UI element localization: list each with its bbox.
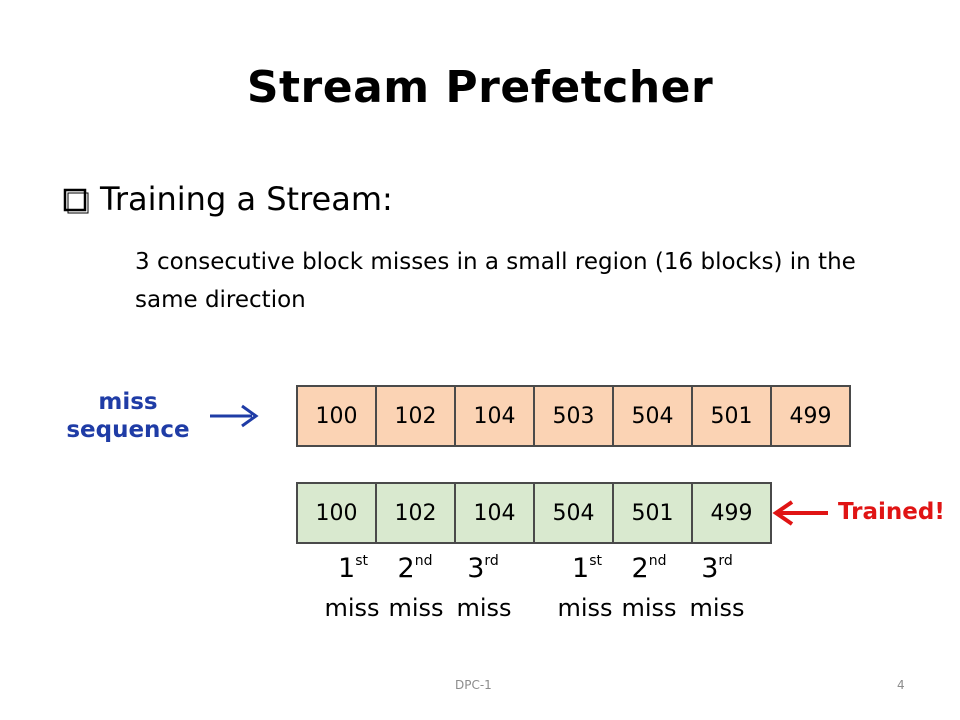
miss-sequence-cell: 104 <box>454 385 535 447</box>
ordinal-number: 2 <box>397 553 415 584</box>
miss-label-line2: sequence <box>66 417 190 443</box>
bullet-text: Training a Stream: <box>100 180 393 218</box>
ordinal-number: 1 <box>572 553 590 584</box>
ordinal-label: 2nd <box>614 553 684 584</box>
trained-sequence-row: 100 102 104 504 501 499 <box>296 482 772 544</box>
trained-sequence-cell: 102 <box>375 482 456 544</box>
miss-word: miss <box>689 594 745 622</box>
ordinal-suffix: nd <box>648 553 667 569</box>
ordinal-number: 1 <box>338 553 356 584</box>
ordinal-number: 2 <box>631 553 649 584</box>
trained-sequence-cell: 504 <box>533 482 614 544</box>
ordinal-number: 3 <box>701 553 719 584</box>
miss-sequence-row: 100 102 104 503 504 501 499 <box>296 385 851 447</box>
miss-word: miss <box>621 594 677 622</box>
miss-word: miss <box>388 594 444 622</box>
slide-title: Stream Prefetcher <box>246 62 714 113</box>
trained-label: Trained! <box>838 499 945 525</box>
blue-arrow-icon <box>210 404 259 428</box>
miss-sequence-cell: 503 <box>533 385 614 447</box>
ordinal-suffix: nd <box>414 553 433 569</box>
miss-word: miss <box>324 594 380 622</box>
checkbox-bullet-icon <box>63 188 89 214</box>
ordinal-suffix: st <box>589 553 602 569</box>
ordinal-number: 3 <box>467 553 485 584</box>
miss-label-line1: miss <box>98 389 158 415</box>
ordinal-label: 3rd <box>448 553 518 584</box>
ordinal-label: 1st <box>552 553 622 584</box>
miss-sequence-label: miss sequence <box>58 388 198 444</box>
trained-sequence-cell: 499 <box>691 482 772 544</box>
page-number: 4 <box>897 678 905 692</box>
miss-sequence-cell: 501 <box>691 385 772 447</box>
ordinal-suffix: st <box>355 553 368 569</box>
ordinal-label: 2nd <box>380 553 450 584</box>
footer-label: DPC-1 <box>455 678 492 692</box>
miss-word: miss <box>557 594 613 622</box>
red-arrow-icon <box>772 500 828 526</box>
bullet-item: Training a Stream: <box>62 180 393 218</box>
trained-sequence-cell: 501 <box>612 482 693 544</box>
ordinal-label: 3rd <box>682 553 752 584</box>
trained-sequence-cell: 104 <box>454 482 535 544</box>
miss-sequence-cell: 102 <box>375 385 456 447</box>
miss-word: miss <box>456 594 512 622</box>
trained-sequence-cell: 100 <box>296 482 377 544</box>
ordinal-suffix: rd <box>718 553 733 569</box>
ordinal-suffix: rd <box>484 553 499 569</box>
ordinal-label: 1st <box>318 553 388 584</box>
description-text: 3 consecutive block misses in a small re… <box>135 249 856 313</box>
miss-sequence-cell: 504 <box>612 385 693 447</box>
miss-sequence-cell: 100 <box>296 385 377 447</box>
miss-sequence-cell: 499 <box>770 385 851 447</box>
